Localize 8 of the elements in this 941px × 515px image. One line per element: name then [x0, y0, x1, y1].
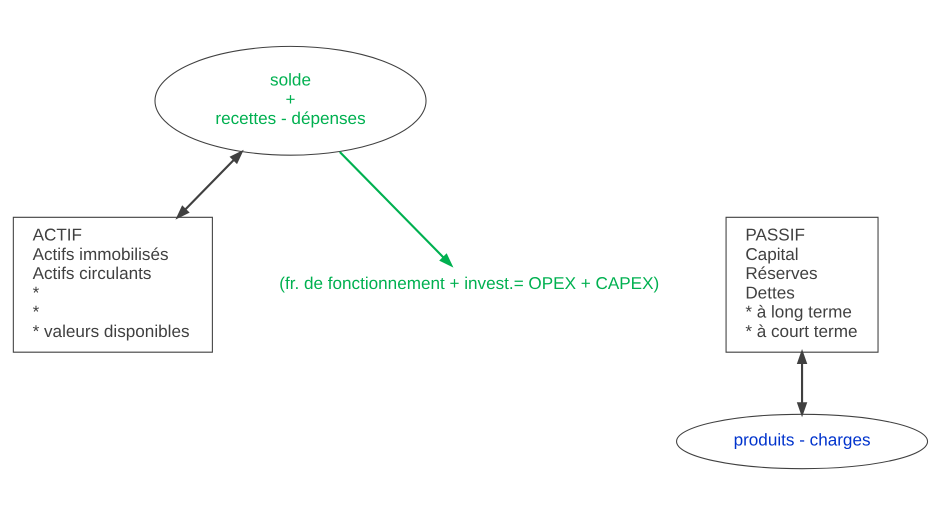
node-text: (fr. de fonctionnement + invest.= OPEX + CAPEX) [279, 274, 660, 293]
node-box: PASSIF Capital Réserves Dettes * à long terme * à court terme [726, 216, 879, 353]
node-ellipse: produits - charges [676, 414, 928, 470]
node-ellipse: solde + recettes - dépenses [154, 46, 427, 156]
arrow [796, 349, 808, 418]
node-box: ACTIF Actifs immobilisés Actifs circulants * * * valeurs disponibles [12, 216, 213, 353]
arrow [339, 151, 454, 268]
arrow [175, 150, 244, 220]
